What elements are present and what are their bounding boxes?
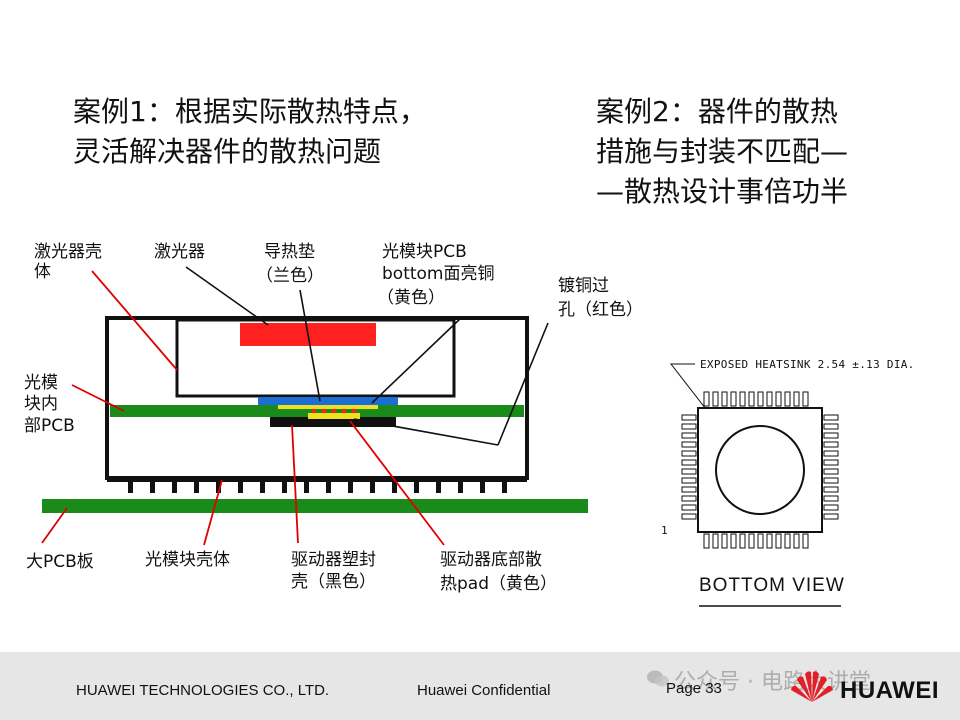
label-thermal-pad-line1: 导热垫 (264, 242, 315, 262)
footer-page-number: Page 33 (666, 680, 722, 697)
label-driver-pad-line1: 驱动器底部散 (440, 550, 542, 570)
huawei-wordmark: HUAWEI (840, 677, 939, 704)
footer-bar (0, 652, 960, 720)
package-bottom-view-drawing: EXPOSED HEATSINK 2.54 ±.13 DIA. 1 BOTTOM… (661, 358, 915, 607)
module-shell-feet (107, 478, 527, 493)
watermark-text: 公众号 · 电路大讲堂 (674, 670, 871, 695)
label-module-shell: 光模块壳体 (145, 550, 230, 570)
inner-pcb (110, 405, 524, 417)
footer-confidential: Huawei Confidential (417, 682, 551, 699)
pcb-bottom-copper (278, 405, 378, 409)
label-inner-pcb-line3: 部PCB (24, 416, 75, 436)
package-pins-left (681, 414, 697, 520)
label-via-line1: 镀铜过 (558, 276, 609, 296)
bottom-view-label: BOTTOM VIEW (699, 575, 845, 596)
heatsink-label: EXPOSED HEATSINK 2.54 ±.13 DIA. (700, 358, 915, 371)
driver-bottom-pad (308, 413, 360, 419)
label-big-pcb: 大PCB板 (26, 552, 94, 572)
label-pcb-bottom-line2: bottom面亮铜 (382, 264, 494, 284)
label-driver-package-line1: 驱动器塑封 (291, 550, 376, 570)
package-pins-top (703, 391, 809, 407)
module-cross-section-diagram: 激光器壳 体 激光器 导热垫 （兰色） 光模块PCB bottom面亮铜 （黄色… (24, 242, 640, 594)
label-laser-housing-line1: 激光器壳 (34, 242, 102, 262)
case2-line1: 案例2：器件的散热 (596, 95, 838, 128)
package-pins-bottom (703, 533, 809, 549)
black-leader-lines (185, 266, 549, 446)
label-inner-pcb-line1: 光模 (24, 373, 58, 393)
label-laser-housing-line2: 体 (34, 262, 51, 282)
red-leader-lines (41, 270, 445, 546)
copper-vias (311, 408, 357, 414)
pin-one-marker: 1 (661, 524, 668, 537)
case2-line2: 措施与封装不匹配— (596, 135, 849, 168)
wechat-icon (647, 670, 669, 687)
label-inner-pcb-line2: 块内 (24, 394, 58, 414)
label-via-line2: 孔（红色） (558, 300, 640, 320)
thermal-pad (258, 397, 398, 405)
label-driver-package-line2: 壳（黑色） (291, 572, 376, 592)
driver-package (270, 417, 396, 427)
huawei-logo-icon (791, 671, 833, 702)
exposed-heatsink-circle (715, 425, 805, 515)
case1-title: 案例1：根据实际散热特点， 灵活解决器件的散热问题 (73, 92, 427, 172)
package-pins-right (823, 414, 839, 520)
label-pcb-bottom-line1: 光模块PCB (382, 242, 467, 262)
case2-line3: —散热设计事倍功半 (596, 175, 849, 208)
footer-company: HUAWEI TECHNOLOGIES CO., LTD. (76, 682, 330, 699)
label-driver-pad-line2: 热pad（黄色） (440, 574, 557, 594)
case2-title: 案例2：器件的散热 措施与封装不匹配— —散热设计事倍功半 (596, 92, 848, 212)
big-pcb-board (42, 499, 588, 513)
case1-line2: 灵活解决器件的散热问题 (73, 135, 382, 168)
label-laser: 激光器 (154, 242, 205, 262)
label-thermal-pad-line2: （兰色） (256, 266, 324, 286)
label-pcb-bottom-line3: （黄色） (377, 288, 445, 308)
case1-line1: 案例1：根据实际散热特点， (73, 95, 427, 128)
